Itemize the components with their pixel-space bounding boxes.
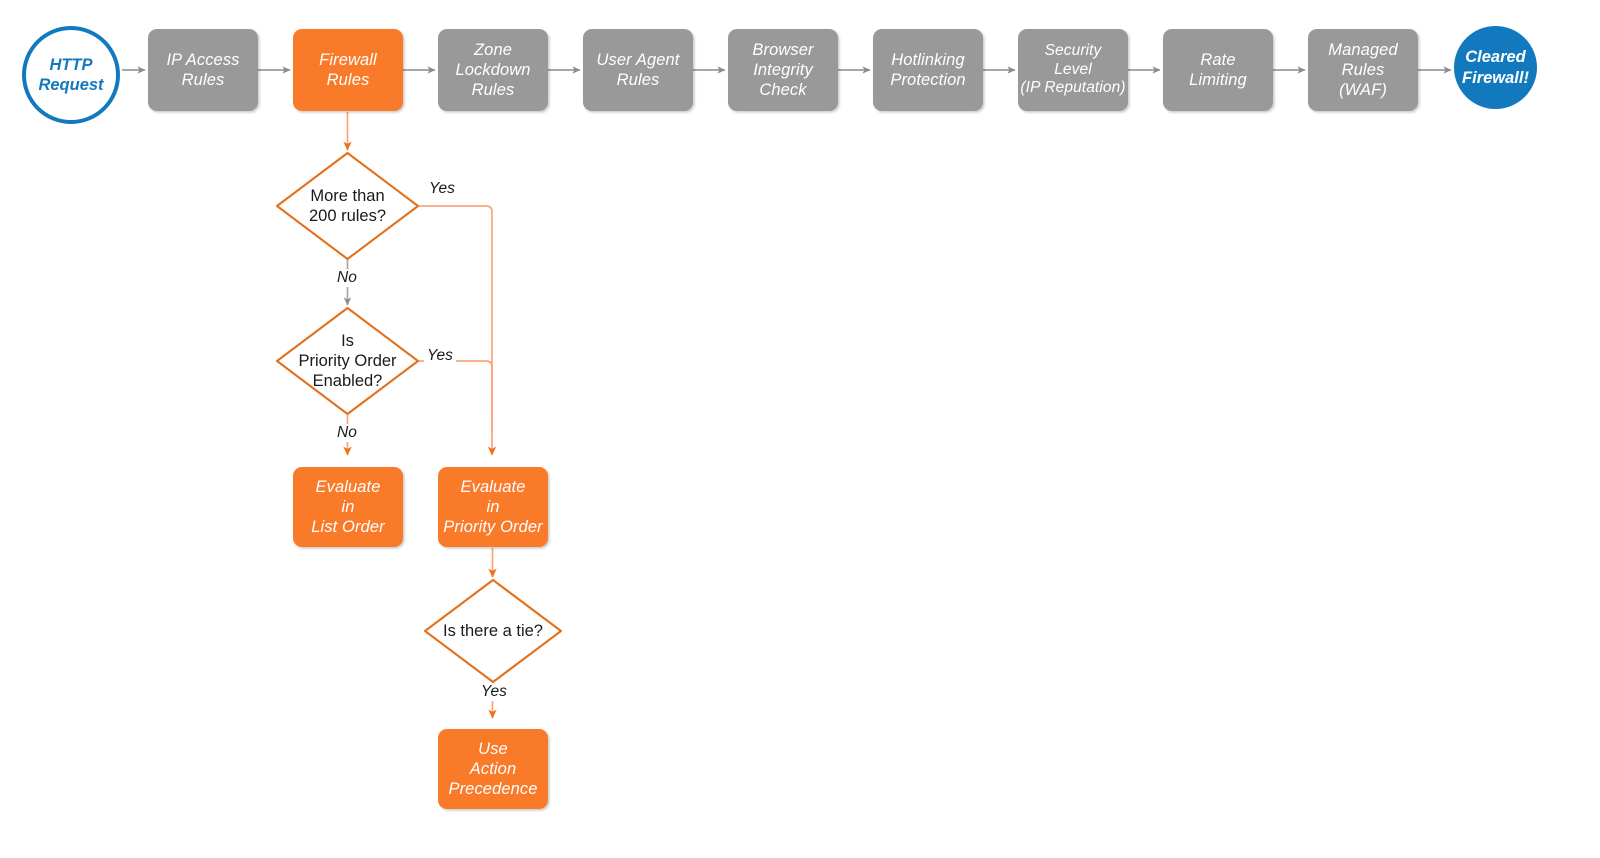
node-is-there-a-tie[interactable]: Is there a tie? bbox=[425, 580, 561, 682]
edge-label-no-more-than-200: No bbox=[334, 269, 360, 287]
edge-label-yes-priority-order: Yes bbox=[424, 347, 456, 365]
node-hotlinking-protection[interactable]: Hotlinking Protection bbox=[873, 29, 983, 111]
node-rate-limiting[interactable]: Rate Limiting bbox=[1163, 29, 1273, 111]
edge-priority-order-yes bbox=[419, 360, 493, 430]
priority-order-enabled-label: Is Priority Order Enabled? bbox=[298, 331, 397, 391]
node-firewall-rules[interactable]: Firewall Rules bbox=[293, 29, 403, 111]
node-http-request[interactable]: HTTP Request bbox=[22, 26, 120, 124]
node-ip-access-rules[interactable]: IP Access Rules bbox=[148, 29, 258, 111]
node-user-agent-rules[interactable]: User Agent Rules bbox=[583, 29, 693, 111]
node-browser-integrity-check[interactable]: Browser Integrity Check bbox=[728, 29, 838, 111]
node-security-level[interactable]: Security Level (IP Reputation) bbox=[1018, 29, 1128, 111]
node-evaluate-list-order[interactable]: Evaluate in List Order bbox=[293, 467, 403, 547]
edge-label-yes-more-than-200: Yes bbox=[426, 180, 458, 198]
node-zone-lockdown-rules[interactable]: Zone Lockdown Rules bbox=[438, 29, 548, 111]
node-managed-rules-waf[interactable]: Managed Rules (WAF) bbox=[1308, 29, 1418, 111]
edge-label-yes-is-there-a-tie: Yes bbox=[478, 683, 510, 701]
more-than-200-rules-label: More than 200 rules? bbox=[308, 186, 387, 225]
node-cleared-firewall[interactable]: Cleared Firewall! bbox=[1454, 26, 1537, 109]
node-use-action-precedence[interactable]: Use Action Precedence bbox=[438, 729, 548, 809]
node-more-than-200-rules[interactable]: More than 200 rules? bbox=[277, 153, 418, 259]
node-priority-order-enabled[interactable]: Is Priority Order Enabled? bbox=[277, 308, 418, 414]
is-there-a-tie-label: Is there a tie? bbox=[443, 621, 543, 640]
edge-label-no-priority-order: No bbox=[334, 424, 360, 442]
node-evaluate-priority-order[interactable]: Evaluate in Priority Order bbox=[438, 467, 548, 547]
edge-more-than-200-yes bbox=[419, 205, 497, 456]
